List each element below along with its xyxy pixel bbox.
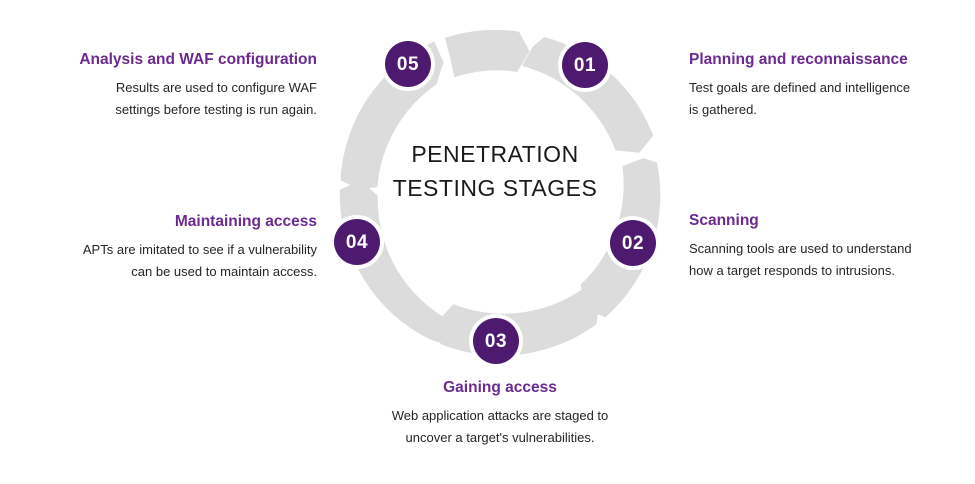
arrow-segment-2 [522, 37, 654, 153]
stage-body-03: Web application attacks are staged to un… [340, 405, 660, 449]
center-title-line-2: TESTING STAGES [392, 175, 598, 201]
stage-body-01: Test goals are defined and intelligence … [689, 77, 951, 121]
stage-text-04: Maintaining access APTs are imitated to … [35, 212, 317, 283]
arrow-segment-1 [444, 29, 530, 78]
stage-body-05: Results are used to configure WAF settin… [45, 77, 317, 121]
stage-badge-01[interactable]: 01 [562, 42, 608, 88]
stage-body-01-line-1: Test goals are defined and intelligence [689, 80, 911, 95]
stage-badge-03[interactable]: 03 [473, 318, 519, 364]
stage-badge-02[interactable]: 02 [610, 220, 656, 266]
stage-body-03-line-2: uncover a target's vulnerabilities. [405, 430, 595, 445]
stage-text-01: Planning and reconnaissance Test goals a… [689, 50, 951, 121]
cycle-wheel: PENETRATION TESTING STAGES 01 02 03 04 0… [315, 12, 675, 372]
stage-heading-01: Planning and reconnaissance [689, 51, 908, 68]
arrow-segment-4 [437, 289, 601, 356]
stage-body-04-line-2: can be used to maintain access. [131, 264, 317, 279]
stage-body-05-line-2: settings before testing is run again. [115, 102, 317, 117]
stage-body-02-line-2: how a target responds to intrusions. [689, 263, 895, 278]
stage-body-02: Scanning tools are used to understand ho… [689, 238, 951, 282]
stage-body-01-line-2: is gathered. [689, 102, 757, 117]
stage-body-04-line-1: APTs are imitated to see if a vulnerabil… [82, 242, 317, 257]
stage-text-02: Scanning Scanning tools are used to unde… [689, 211, 951, 282]
stage-badge-05[interactable]: 05 [385, 41, 431, 87]
center-title-line-1: PENETRATION [411, 141, 579, 167]
stage-heading-05: Analysis and WAF configuration [79, 51, 317, 68]
stage-body-02-line-1: Scanning tools are used to understand [689, 241, 912, 256]
stage-text-03: Gaining access Web application attacks a… [340, 378, 660, 449]
stage-body-03-line-1: Web application attacks are staged to [391, 408, 609, 423]
stage-badge-04[interactable]: 04 [334, 219, 380, 265]
center-title: PENETRATION TESTING STAGES [365, 137, 625, 205]
stage-heading-03: Gaining access [443, 379, 557, 396]
stage-heading-04: Maintaining access [174, 213, 317, 230]
stage-body-04: APTs are imitated to see if a vulnerabil… [35, 239, 317, 283]
stage-text-05: Analysis and WAF configuration Results a… [45, 50, 317, 121]
stage-heading-02: Scanning [689, 212, 759, 229]
stage-body-05-line-1: Results are used to configure WAF [115, 80, 317, 95]
